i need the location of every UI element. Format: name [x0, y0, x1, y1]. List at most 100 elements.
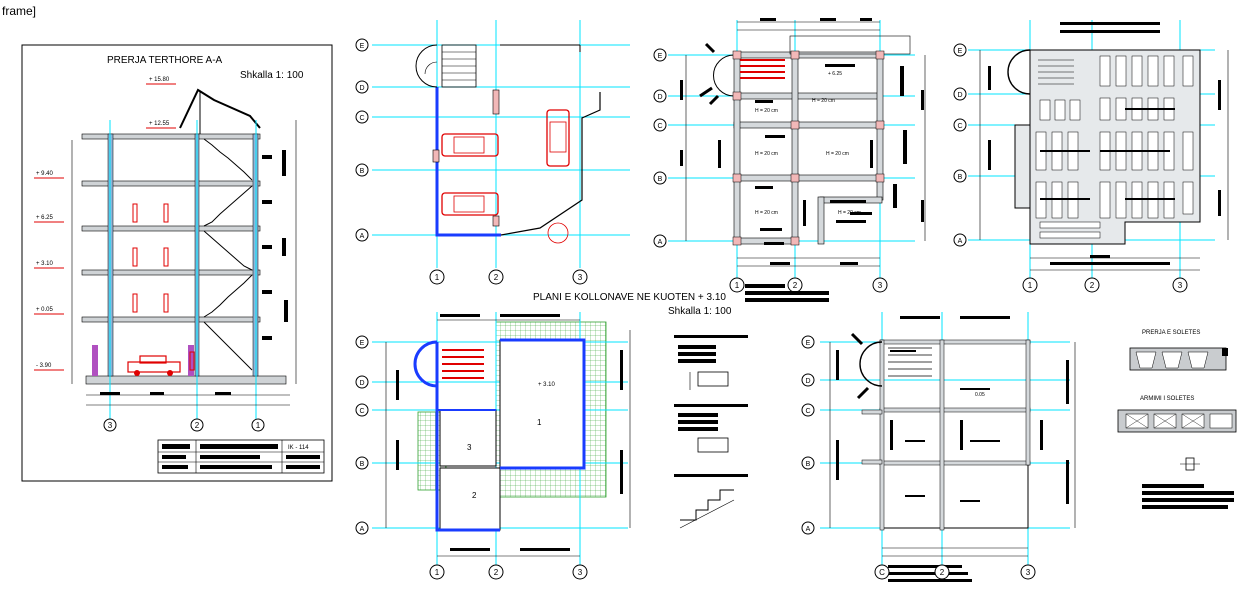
svg-text:3: 3 — [1026, 568, 1031, 577]
svg-text:+ 6.25: + 6.25 — [828, 71, 842, 77]
garage-row-axes: E D C B A — [355, 38, 369, 242]
svg-text:2: 2 — [793, 281, 798, 290]
svg-text:C: C — [359, 115, 364, 122]
level-marker-basement: - 3.90 — [34, 363, 64, 371]
svg-text:0.05: 0.05 — [975, 392, 985, 398]
svg-text:B: B — [360, 461, 365, 468]
svg-text:A: A — [360, 233, 365, 240]
room-number: 3 — [467, 443, 472, 452]
svg-text:E: E — [806, 340, 811, 347]
room-number: 2 — [472, 491, 477, 500]
slab-details: PRERJA E SOLETES ARMIMI I SOLETES — [1117, 330, 1237, 509]
svg-text:2: 2 — [195, 421, 200, 430]
section-axis-bubbles: 3 2 1 — [103, 418, 265, 432]
level-marker-floor-2: + 3.10 — [34, 261, 64, 269]
level-label: + 6.25 — [36, 215, 54, 221]
svg-text:H = 20 cm: H = 20 cm — [755, 210, 778, 216]
svg-text:E: E — [360, 43, 365, 50]
level-marker-roof: + 12.55 — [146, 121, 176, 129]
slab-section-title: PRERJA E SOLETES — [1142, 330, 1200, 336]
car-icon — [127, 355, 181, 376]
frame-label: frame] — [2, 4, 37, 18]
upper-floor-plan: 0.05 E D C B A C 2 3 — [801, 312, 1076, 582]
garage-plan-title: PLANI E KOLLONAVE NE KUOTEN + 3.10 — [533, 292, 726, 303]
floor-row-axes: E D C B A — [355, 335, 369, 535]
svg-text:D: D — [657, 94, 662, 101]
structural-col-axes: 1 2 3 — [729, 277, 888, 293]
svg-text:E: E — [658, 53, 663, 60]
svg-text:H = 20 cm: H = 20 cm — [838, 210, 861, 216]
svg-text:B: B — [958, 174, 963, 181]
svg-text:B: B — [806, 461, 811, 468]
svg-text:1: 1 — [435, 273, 440, 282]
svg-text:E: E — [360, 340, 365, 347]
level-marker-floor-4: + 9.40 — [34, 171, 64, 179]
room-number: 1 — [537, 418, 542, 427]
svg-text:C: C — [805, 408, 810, 415]
svg-text:E: E — [958, 48, 963, 55]
svg-text:3: 3 — [1178, 281, 1183, 290]
svg-text:C: C — [657, 123, 662, 130]
level-marker-top: + 15.80 — [146, 77, 176, 85]
svg-text:1: 1 — [435, 568, 440, 577]
joist-col-axes: 1 2 3 — [1022, 277, 1188, 293]
svg-text:H = 20 cm: H = 20 cm — [755, 108, 778, 114]
svg-text:A: A — [360, 526, 365, 533]
svg-text:H = 20 cm: H = 20 cm — [812, 98, 835, 104]
svg-text:D: D — [957, 92, 962, 99]
sheet-code: IK - 114 — [288, 445, 309, 451]
svg-text:1: 1 — [1028, 281, 1033, 290]
level-markers: + 15.80 + 12.55 + 9.40 + 6.25 + 3.10 + 0… — [34, 77, 176, 371]
building-section — [71, 88, 297, 420]
section-sheet: PRERJA TERTHORE A-A Shkalla 1: 100 + 15.… — [21, 44, 333, 482]
svg-text:1: 1 — [735, 281, 740, 290]
level-label: + 9.40 — [36, 171, 54, 177]
svg-text:A: A — [658, 239, 663, 246]
level-label: + 15.80 — [149, 77, 170, 83]
svg-text:2: 2 — [1090, 281, 1095, 290]
svg-text:B: B — [360, 168, 365, 175]
svg-text:3: 3 — [108, 421, 113, 430]
joist-row-axes: E D C B A — [953, 43, 967, 247]
section-scale: Shkalla 1: 100 — [240, 70, 304, 81]
garage-col-axes: 1 2 3 — [429, 269, 588, 285]
level-label: - 3.90 — [36, 363, 52, 369]
upper-col-axes: C 2 3 — [874, 564, 1036, 580]
svg-text:3: 3 — [578, 568, 583, 577]
car-icon — [441, 109, 570, 216]
svg-text:C: C — [957, 123, 962, 130]
level-label: + 3.10 — [36, 261, 54, 267]
svg-text:2: 2 — [494, 568, 499, 577]
svg-text:D: D — [805, 378, 810, 385]
level-marker-floor-3: + 6.25 — [34, 215, 64, 223]
title-block: IK - 114 — [157, 439, 325, 474]
upper-row-axes: E D C B A — [801, 335, 815, 535]
svg-text:D: D — [359, 380, 364, 387]
svg-text:C: C — [879, 568, 885, 577]
joist-plan: E D C B A 1 2 3 — [953, 20, 1229, 293]
svg-text:H = 20 cm: H = 20 cm — [826, 151, 849, 157]
svg-text:C: C — [359, 408, 364, 415]
svg-text:3: 3 — [578, 273, 583, 282]
garage-plan-scale: Shkalla 1: 100 — [668, 306, 732, 317]
structural-plan: H = 20 cm H = 20 cm H = 20 cm H = 20 cm … — [653, 18, 926, 302]
svg-text:A: A — [958, 238, 963, 245]
floor-col-axes: 1 2 3 — [429, 564, 588, 580]
svg-text:2: 2 — [494, 273, 499, 282]
level-marker-floor-1: + 0.05 — [34, 307, 64, 315]
svg-text:1: 1 — [256, 421, 261, 430]
section-title: PRERJA TERTHORE A-A — [107, 55, 223, 66]
svg-text:A: A — [806, 526, 811, 533]
svg-text:3: 3 — [878, 281, 883, 290]
garage-plan: E D C B A 1 2 3 — [355, 20, 630, 285]
svg-text:B: B — [658, 176, 663, 183]
svg-text:D: D — [359, 85, 364, 92]
svg-text:2: 2 — [940, 568, 945, 577]
level-label: + 0.05 — [36, 307, 54, 313]
svg-text:H = 20 cm: H = 20 cm — [755, 151, 778, 157]
human-figures — [132, 203, 195, 371]
level-label: + 12.55 — [149, 121, 170, 127]
details-column — [674, 335, 748, 529]
structural-row-axes: E D C B A — [653, 48, 667, 248]
